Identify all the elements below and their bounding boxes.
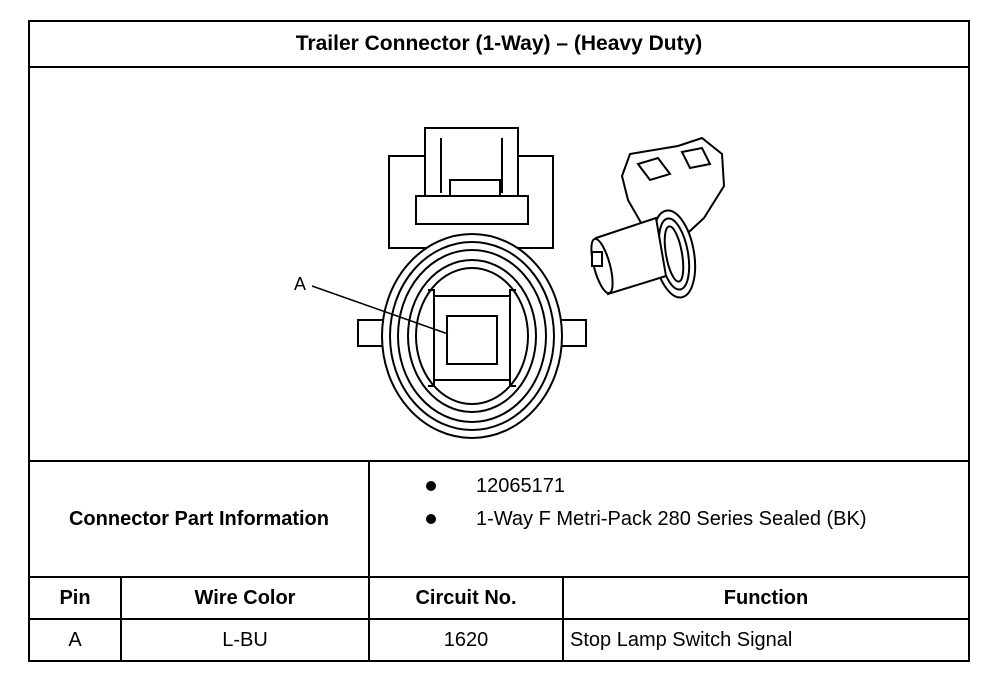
terminal-a: [446, 315, 498, 365]
connector-document: Trailer Connector (1-Way) – (Heavy Duty): [28, 20, 970, 662]
header-pin: Pin: [30, 578, 122, 618]
part-number: 12065171: [476, 474, 565, 497]
connector-illustration: A: [294, 127, 726, 439]
header-circuit-no: Circuit No.: [370, 578, 564, 618]
part-list-item: 12065171: [370, 471, 970, 501]
callout-leader: [311, 285, 449, 335]
header-wire-color: Wire Color: [122, 578, 370, 618]
bullet-icon: [426, 481, 436, 491]
part-list-item: 1-Way F Metri-Pack 280 Series Sealed (BK…: [370, 504, 970, 534]
cell-wire-color: L-BU: [122, 620, 370, 660]
connector-part-info: Connector Part Information 12065171 1-Wa…: [30, 462, 968, 578]
connector-part-info-label: Connector Part Information: [30, 462, 370, 576]
part-description: 1-Way F Metri-Pack 280 Series Sealed (BK…: [476, 507, 867, 530]
connector-side-view: [590, 136, 726, 299]
cell-pin: A: [30, 620, 122, 660]
table-header: Pin Wire Color Circuit No. Function: [30, 578, 968, 620]
page-title: Trailer Connector (1-Way) – (Heavy Duty): [30, 22, 968, 68]
connector-figure: A: [30, 68, 968, 462]
latch-housing-inner: [415, 195, 529, 225]
latch-tab: [424, 127, 519, 197]
cell-function: Stop Lamp Switch Signal: [570, 628, 793, 651]
header-function: Function: [723, 586, 809, 609]
callout-label-a: A: [294, 274, 306, 294]
table-row: A L-BU 1620 Stop Lamp Switch Signal: [30, 620, 968, 660]
bullet-icon: [426, 514, 436, 524]
connector-part-list: 12065171 1-Way F Metri-Pack 280 Series S…: [370, 462, 968, 576]
cell-circuit-no: 1620: [370, 620, 564, 660]
